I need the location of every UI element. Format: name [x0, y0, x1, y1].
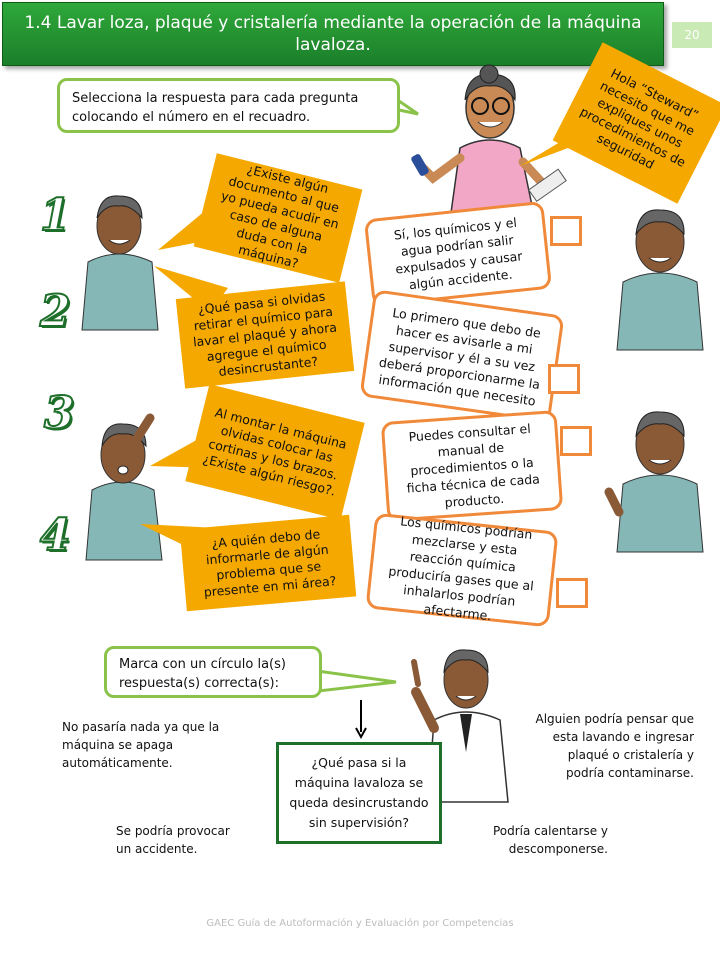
circle-callout-tail — [308, 668, 397, 694]
answer-text-4: Los químicos podrían mezclarse y esta re… — [387, 513, 535, 624]
answer-text-3: Puedes consultar el manual de procedimie… — [406, 420, 541, 510]
answer-bubble-3: Puedes consultar el manual de procedimie… — [380, 409, 564, 523]
center-question-text: ¿Qué pasa si la máquina lavaloza se qued… — [289, 755, 429, 830]
teacher-speech-bubble: Hola “Steward” necesito que me expliques… — [552, 42, 720, 204]
circle-instruction-text: Marca con un círculo la(s) respuesta(s) … — [119, 657, 286, 691]
question-text-3: Al montar la máquina olvidas colocar las… — [201, 404, 349, 499]
worker-illustration-3 — [616, 209, 704, 351]
worker-illustration-1 — [81, 195, 159, 331]
page-number: 20 — [672, 22, 712, 48]
question-text-2: ¿Qué pasa si olvidas retirar el químico … — [192, 288, 338, 379]
answer-bubble-4: Los químicos podrían mezclarse y esta re… — [365, 512, 559, 628]
worker-illustration-2 — [85, 413, 163, 561]
answer-bubble-2: Lo primero que debo de hacer es avisarle… — [359, 289, 565, 423]
teacher-illustration — [411, 64, 567, 221]
answer-checkbox-2[interactable] — [548, 364, 580, 394]
option-2[interactable]: Alguien podría pensar que esta lavando e… — [535, 712, 694, 780]
question-bubble-3: Al montar la máquina olvidas colocar las… — [185, 384, 365, 520]
supervisor-illustration — [411, 649, 509, 803]
answer-checkbox-1[interactable] — [550, 216, 582, 246]
option-4[interactable]: Podría calentarse y descomponerse. — [492, 824, 608, 856]
page-title: 1.4 Lavar loza, plaqué y cristalería med… — [2, 2, 664, 66]
instruction-box: Selecciona la respuesta para cada pregun… — [57, 78, 400, 133]
number-2: 2 — [39, 285, 72, 338]
question-bubble-4: ¿A quién debo de informarle de algún pro… — [179, 514, 357, 612]
question-text-4: ¿A quién debo de informarle de algún pro… — [203, 526, 337, 600]
answer-text-2: Lo primero que debo de hacer es avisarle… — [377, 304, 542, 409]
center-question-box: ¿Qué pasa si la máquina lavaloza se qued… — [276, 742, 442, 844]
answer-checkbox-3[interactable] — [560, 426, 592, 456]
number-1: 1 — [39, 189, 72, 242]
option-1[interactable]: No pasaría nada ya que la máquina se apa… — [62, 720, 220, 770]
footer-text: GAEC Guía de Autoformación y Evaluación … — [206, 918, 514, 929]
answer-checkbox-4[interactable] — [556, 578, 588, 608]
instruction-text: Selecciona la respuesta para cada pregun… — [72, 91, 359, 125]
number-3: 3 — [43, 387, 76, 440]
question-bubble-2: ¿Qué pasa si olvidas retirar el químico … — [175, 281, 355, 389]
teacher-speech-text: Hola “Steward” necesito que me expliques… — [577, 65, 702, 172]
number-4: 4 — [39, 509, 72, 562]
page-title-text: 1.4 Lavar loza, plaqué y cristalería med… — [24, 13, 642, 55]
down-arrow-icon — [355, 700, 367, 740]
circle-instruction-box: Marca con un círculo la(s) respuesta(s) … — [104, 646, 322, 698]
option-3[interactable]: Se podría provocar un accidente. — [116, 824, 230, 856]
worker-illustration-4 — [604, 411, 704, 553]
answer-text-1: Sí, los químicos y el agua podrían salir… — [393, 214, 524, 293]
